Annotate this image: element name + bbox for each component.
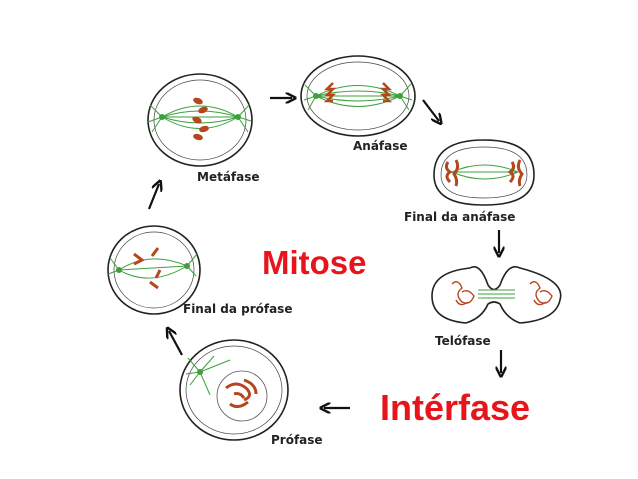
label-metaphase: Metáfase: [197, 170, 260, 184]
late-prophase-cell: [108, 226, 200, 314]
label-interphase: Intérfase: [380, 390, 530, 426]
metaphase-cell: [148, 74, 252, 166]
label-late-anaphase: Final da anáfase: [404, 210, 515, 224]
telophase-cell: [432, 267, 561, 323]
label-prophase: Prófase: [271, 433, 323, 447]
anaphase-cell: [301, 56, 415, 136]
label-telophase: Telófase: [435, 334, 491, 348]
late-anaphase-cell: [434, 140, 534, 205]
prophase-cell: [180, 340, 288, 440]
label-late-prophase: Final da prófase: [183, 302, 292, 316]
label-anaphase: Anáfase: [353, 139, 408, 153]
title-mitosis: Mitose: [262, 246, 367, 279]
